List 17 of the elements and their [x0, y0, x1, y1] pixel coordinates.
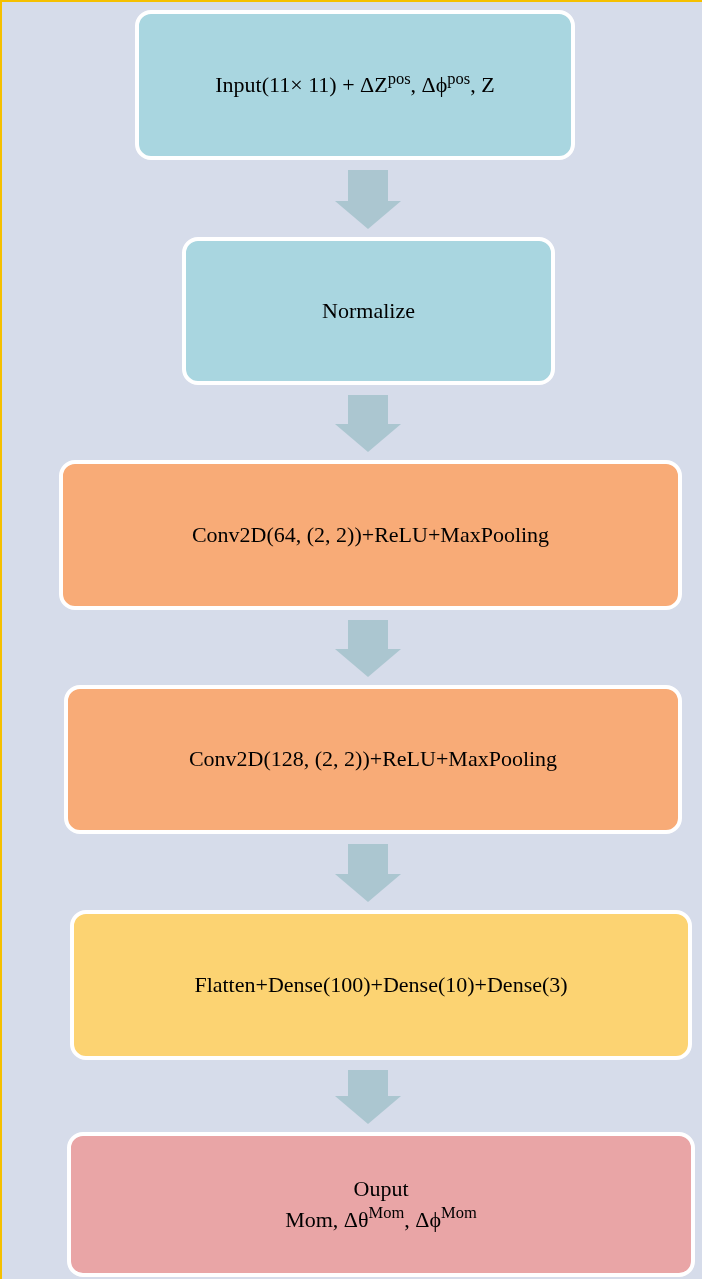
- box-label: Ouput: [353, 1175, 409, 1204]
- box-label: Conv2D(128, (2, 2))+ReLU+MaxPooling: [188, 745, 558, 774]
- process-box: [64, 685, 682, 834]
- process-box: [70, 910, 692, 1060]
- process-box: [59, 460, 682, 610]
- box-label: Input(11× 11) + ΔZ$^{pos}$, Δϕ$^{pos}$, Z: [215, 69, 495, 99]
- process-box: [67, 1132, 695, 1277]
- block-arrow: [335, 395, 401, 452]
- box-label: Flatten+Dense(100)+Dense(10)+Dense(3): [194, 970, 568, 999]
- box-label: Normalize: [322, 296, 415, 325]
- box-label: Conv2D(64, (2, 2))+ReLU+MaxPooling: [191, 520, 550, 549]
- block-arrow: [335, 620, 401, 677]
- box-sublabel: Mom, Δθ$^{Mom}$, Δϕ$^{Mom}$: [285, 1204, 477, 1234]
- process-box: [135, 10, 575, 160]
- block-arrow: [335, 1070, 401, 1124]
- block-arrow: [335, 170, 401, 229]
- process-box: [182, 237, 555, 385]
